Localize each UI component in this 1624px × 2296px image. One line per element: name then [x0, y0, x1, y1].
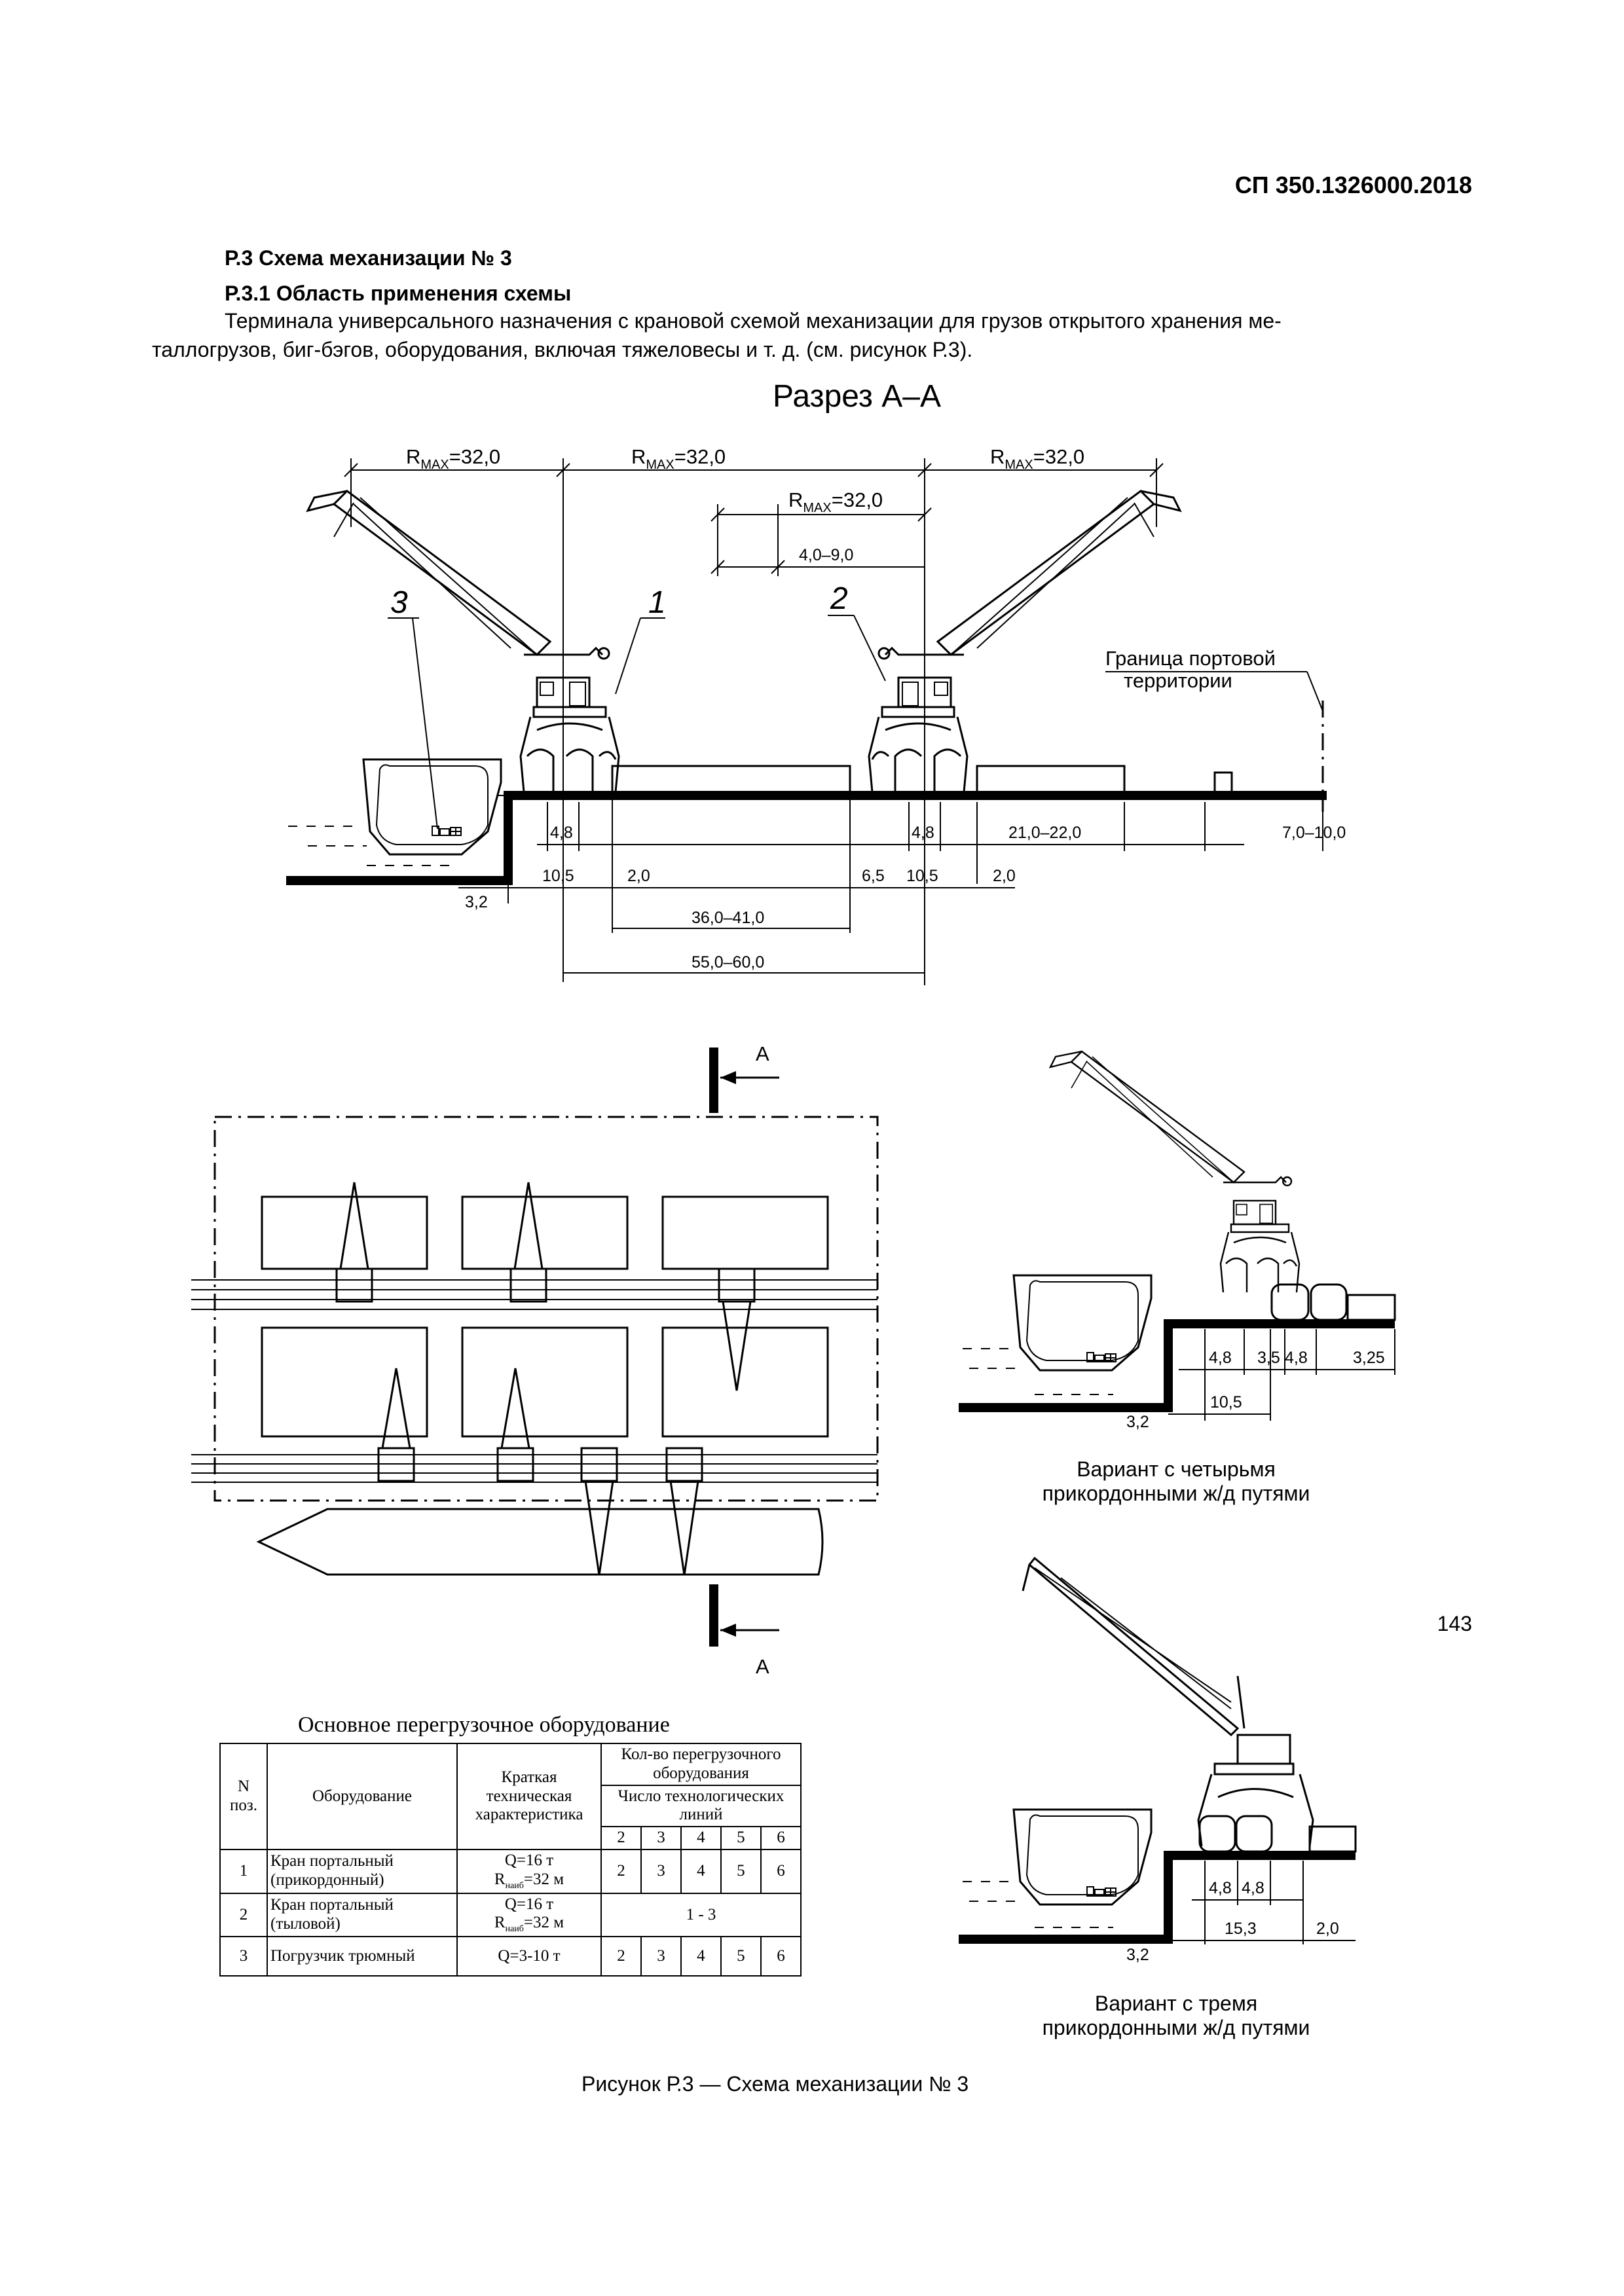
- dim-55-60: 55,0–60,0: [692, 953, 764, 972]
- dim-4-8-b: 4,8: [912, 824, 934, 842]
- section-heading: Р.3 Схема механизации № 3: [225, 246, 512, 270]
- stack-3: [1213, 771, 1233, 793]
- v3-dim-4-8-a: 4,8: [1209, 1879, 1232, 1897]
- v4-dim-4-8-b: 4,8: [1285, 1349, 1308, 1367]
- storage-area-4: [261, 1326, 428, 1438]
- dim-10-5-b: 10,5: [906, 867, 938, 885]
- section-view-title: Разрез А–А: [773, 379, 941, 414]
- table-row: 3 Погрузчик трюмный Q=3-10 т 2 3 4 5 6: [219, 1936, 802, 1977]
- crane-plan-icons: [335, 1182, 756, 1576]
- table-head-lines: 2 3 4 5 6: [220, 1826, 802, 1850]
- v3-dim-2-0: 2,0: [1316, 1920, 1339, 1938]
- variant-three-caption: Вариант с тремя прикордонными ж/д путями: [1042, 1992, 1310, 2039]
- crane-number-2: 2: [830, 581, 848, 616]
- r-max-label-4: RMAX=32,0: [788, 488, 883, 515]
- paragraph-line-2: таллогрузов, биг-бэгов, оборудования, вк…: [152, 338, 973, 361]
- r-max-label-3: RMAX=32,0: [990, 445, 1084, 472]
- storage-area-2: [461, 1195, 629, 1270]
- v4-dim-3-2: 3,2: [1126, 1413, 1149, 1431]
- document-code: СП 350.1326000.2018: [1234, 172, 1472, 198]
- storage-area-1: [261, 1195, 428, 1270]
- loader-number-3: 3: [390, 585, 408, 620]
- figure-caption: Рисунок Р.3 — Схема механизации № 3: [581, 2072, 969, 2096]
- crane-number-1: 1: [648, 585, 666, 620]
- dim-2-0-a: 2,0: [627, 867, 650, 885]
- storage-area-3: [661, 1195, 829, 1270]
- dim-6-5: 6,5: [862, 867, 885, 885]
- v4-dim-10-5: 10,5: [1210, 1393, 1242, 1412]
- page-number: 143: [1437, 1612, 1472, 1635]
- wagons-variant-four: [1270, 1283, 1396, 1321]
- crane-2: [869, 491, 1180, 792]
- v4-dim-4-8-a: 4,8: [1209, 1349, 1232, 1367]
- crane-1: [306, 490, 620, 793]
- storage-area-5: [461, 1326, 629, 1438]
- ship-section-3: [1012, 1808, 1153, 1906]
- paragraph-line-1: Терминала универсального назначения с кр…: [225, 309, 1282, 333]
- port-border-label-2: территории: [1124, 669, 1232, 692]
- quay-line-3: [959, 1851, 1356, 1944]
- dim-21-22: 21,0–22,0: [1008, 824, 1081, 842]
- v3-dim-4-8-b: 4,8: [1242, 1879, 1264, 1897]
- cut-label-top: А: [756, 1042, 769, 1065]
- ship-plan: [256, 1508, 824, 1576]
- subsection-heading: Р.3.1 Область применения схемы: [225, 282, 572, 305]
- ship-section-1: [362, 758, 502, 856]
- r-max-label-2: RMAX=32,0: [631, 445, 726, 472]
- dim-7-10: 7,0–10,0: [1282, 824, 1346, 842]
- variant-four-caption: Вариант с четырьмя прикордонными ж/д пут…: [1042, 1457, 1310, 1505]
- dim-4-8-a: 4,8: [550, 824, 573, 842]
- v3-dim-15-3: 15,3: [1225, 1920, 1257, 1938]
- ship-section-2: [1012, 1274, 1153, 1372]
- dim-36-41: 36,0–41,0: [692, 909, 764, 927]
- v4-dim-3-5: 3,5: [1257, 1349, 1280, 1367]
- quay-line-2: [959, 1319, 1395, 1412]
- storage-area-6: [661, 1326, 829, 1438]
- crane-variant-four: [1049, 1050, 1301, 1294]
- dim-3-2: 3,2: [465, 893, 488, 911]
- crane-variant-three: [1022, 1556, 1314, 1847]
- equipment-table-title: Основное перегрузочное оборудование: [298, 1713, 670, 1737]
- dim-2-0-b: 2,0: [993, 867, 1016, 885]
- wagons-variant-three: [1198, 1815, 1357, 1853]
- stack-2: [976, 765, 1126, 793]
- stack-1: [611, 765, 851, 793]
- cut-label-bottom: А: [756, 1655, 769, 1678]
- dim-10-5-a: 10,5: [542, 867, 574, 885]
- r-max-label-1: RMAX=32,0: [406, 445, 500, 472]
- v4-dim-3-25: 3,25: [1353, 1349, 1385, 1367]
- v3-dim-3-2: 3,2: [1126, 1946, 1149, 1964]
- hold-loader-icon: [432, 826, 462, 836]
- port-border-label-1: Граница портовой: [1105, 647, 1276, 670]
- quay-line: [286, 791, 1327, 885]
- dim-4-9: 4,0–9,0: [799, 546, 853, 564]
